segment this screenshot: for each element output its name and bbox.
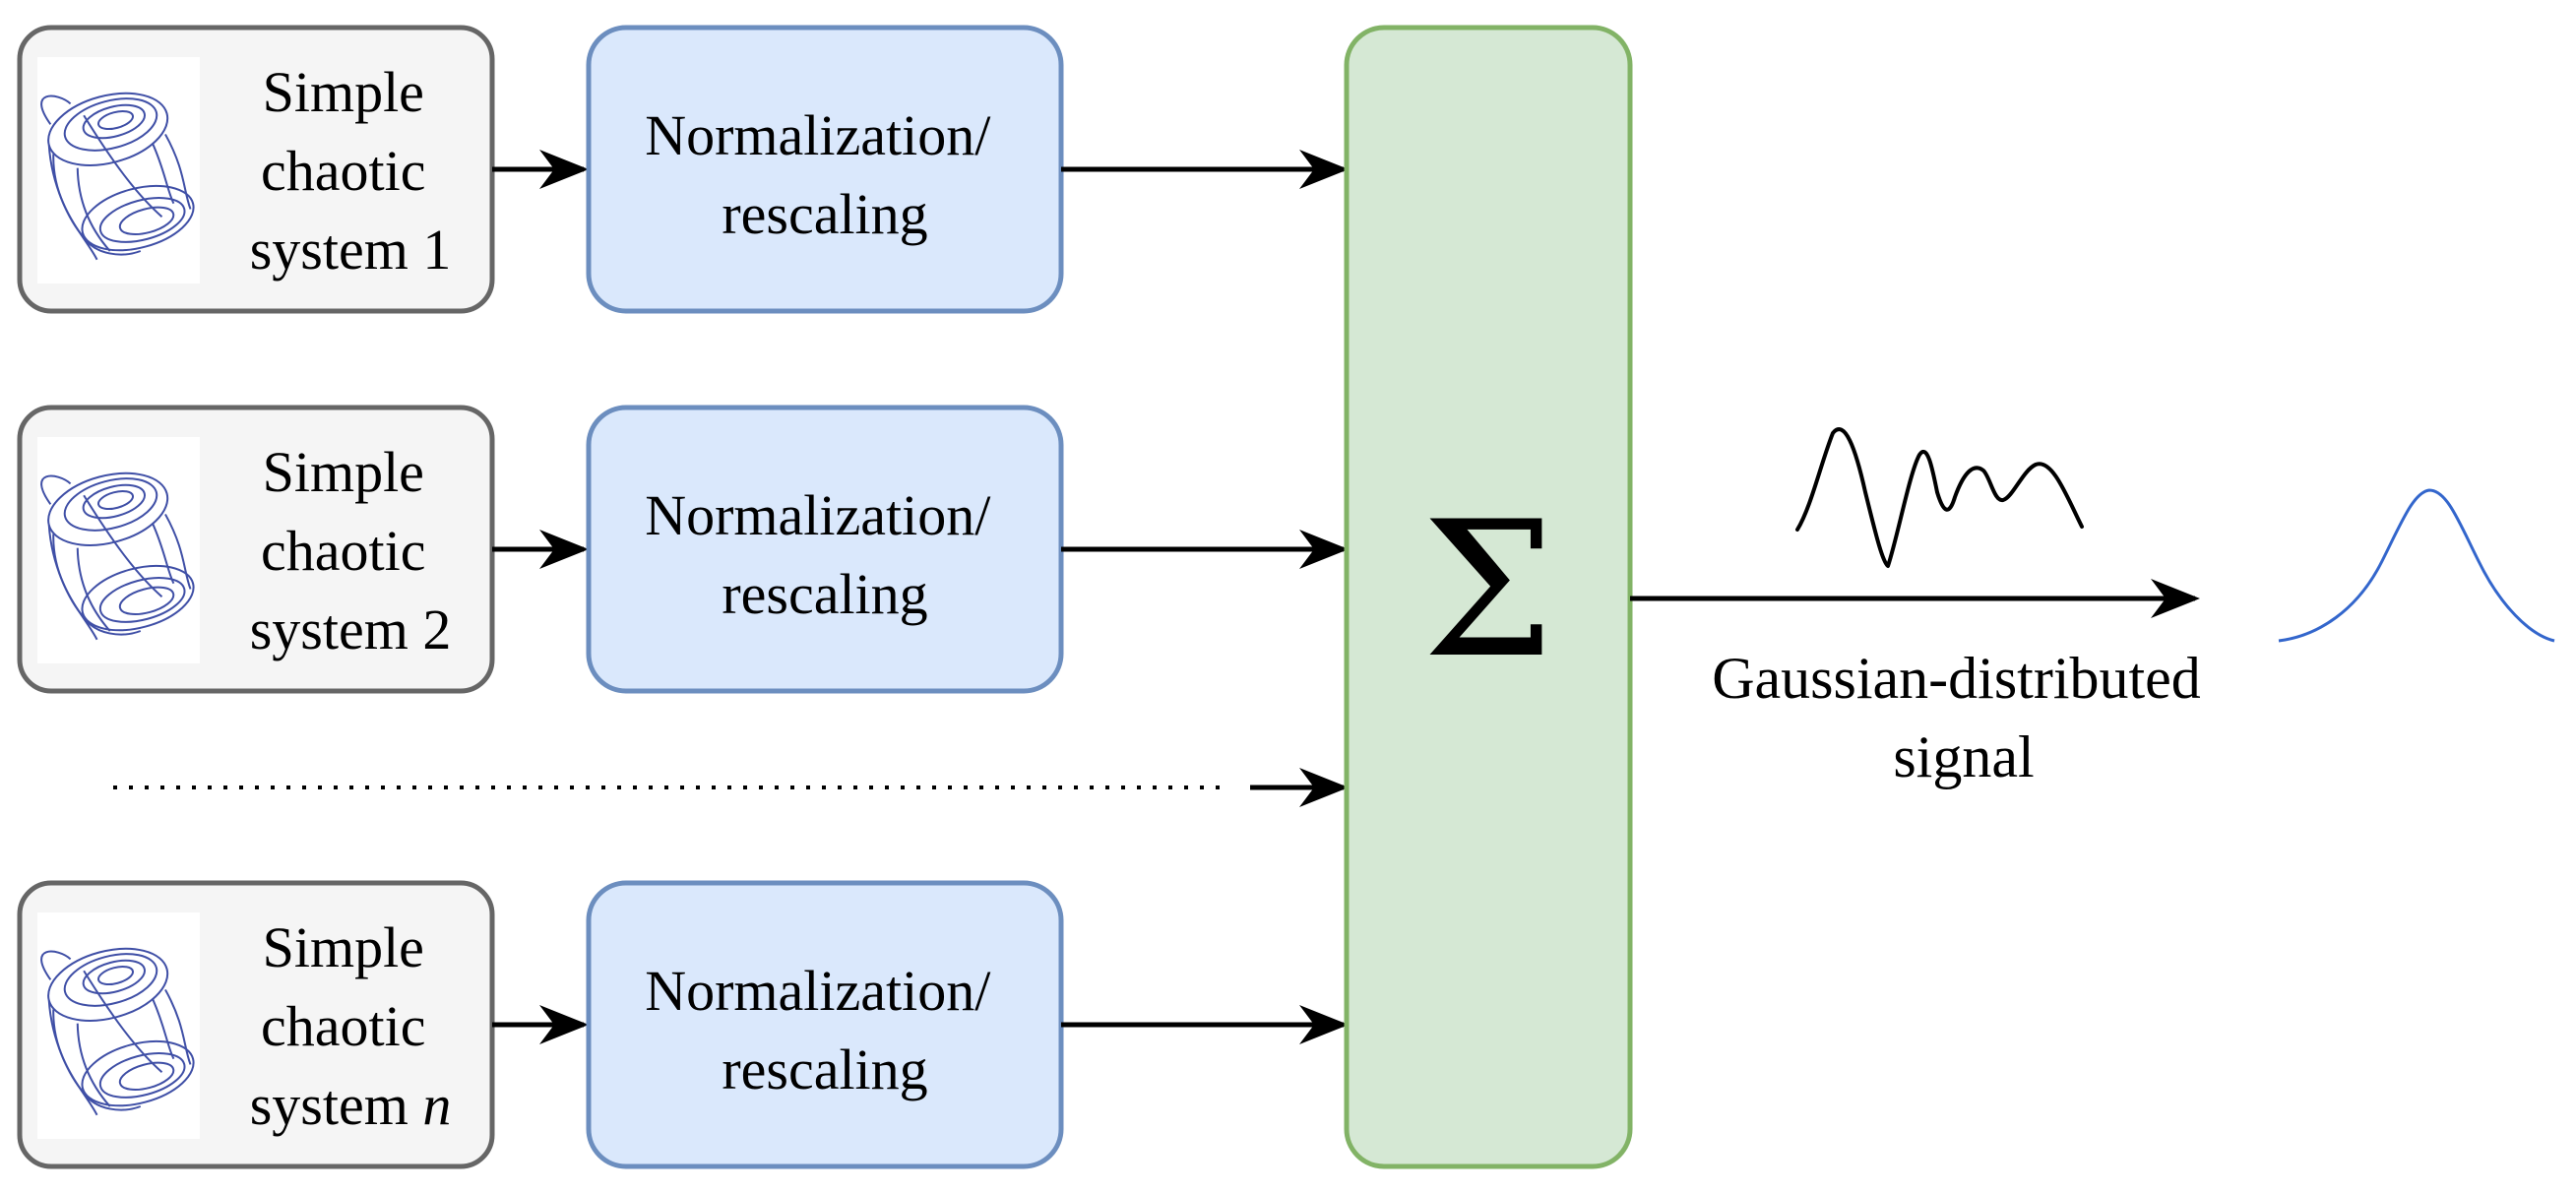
system-label-line1: Simple xyxy=(263,440,424,504)
normalization-label-line2: rescaling xyxy=(722,182,927,246)
system-label-line2: chaotic xyxy=(261,994,425,1058)
system-label-line3: system 2 xyxy=(250,597,452,661)
system-label-line3: system n xyxy=(250,1073,452,1137)
system-index: n xyxy=(422,1073,451,1137)
system-label-line1: Simple xyxy=(263,915,424,979)
output-section: Gaussian-distributed signal xyxy=(1630,427,2555,789)
attractor-image-bg-2 xyxy=(37,437,200,663)
normalization-label-line1: Normalization/ xyxy=(645,483,991,547)
normalization-box-n xyxy=(586,880,1064,1169)
system-index: 2 xyxy=(422,597,451,661)
row-2: Simple chaotic system 2 Normalization/ r… xyxy=(17,405,1349,694)
output-label-line2: signal xyxy=(1893,724,2034,789)
system-label-prefix: system xyxy=(250,1073,423,1137)
sigma-symbol: Σ xyxy=(1422,481,1554,699)
attractor-image-bg-n xyxy=(37,912,200,1139)
system-label-n: Simple chaotic system n xyxy=(250,915,452,1137)
normalization-label-2: Normalization/ rescaling xyxy=(645,483,1005,626)
output-label-line1: Gaussian-distributed xyxy=(1712,646,2201,711)
system-label-line1: Simple xyxy=(263,60,424,124)
normalization-box-1 xyxy=(586,25,1064,314)
system-label-prefix: system xyxy=(250,597,423,661)
noisy-signal-icon xyxy=(1795,427,2084,568)
normalization-box-2 xyxy=(586,405,1064,694)
output-label: Gaussian-distributed signal xyxy=(1712,646,2216,789)
normalization-label-line1: Normalization/ xyxy=(645,103,991,167)
row-n: Simple chaotic system n Normalization/ r… xyxy=(17,880,1349,1169)
system-label-1: Simple chaotic system 1 xyxy=(250,60,452,282)
normalization-label-1: Normalization/ rescaling xyxy=(645,103,1005,246)
system-label-prefix: system xyxy=(250,218,423,282)
normalization-label-line2: rescaling xyxy=(722,1037,927,1101)
gaussian-curve-icon xyxy=(2278,488,2555,643)
system-label-line2: chaotic xyxy=(261,519,425,583)
system-label-line2: chaotic xyxy=(261,139,425,203)
normalization-label-line2: rescaling xyxy=(722,562,927,626)
system-label-2: Simple chaotic system 2 xyxy=(250,440,452,661)
system-label-line3: system 1 xyxy=(250,218,452,282)
summation-block: Σ xyxy=(1344,25,1633,1169)
row-1: Simple chaotic system 1 Normalization/ r… xyxy=(17,25,1349,314)
attractor-image-bg-1 xyxy=(37,57,200,283)
normalization-label-line1: Normalization/ xyxy=(645,959,991,1023)
normalization-label-n: Normalization/ rescaling xyxy=(645,959,1005,1101)
system-index: 1 xyxy=(422,218,451,282)
